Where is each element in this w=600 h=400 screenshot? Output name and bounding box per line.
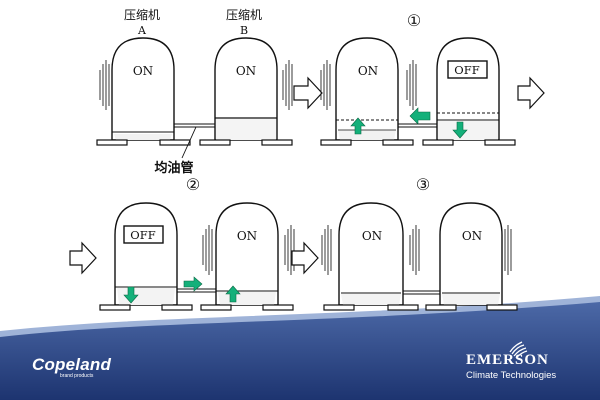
leader-line [181,126,197,159]
compressor-a-label: A [137,24,147,37]
vibration-icon [406,60,417,110]
emerson-logo-icon [509,341,528,359]
emerson-brand-name: EMERSON [466,352,549,368]
status-a-step1: ON [358,64,378,78]
panel-step-2: ② OFF ON [69,175,295,311]
vibration-icon [409,225,420,275]
entry-arrow-icon [69,241,97,275]
compressor-b-cn-label: 压缩机 [226,7,262,22]
copeland-logo: Copeland brand products [32,355,111,379]
panel-step-3: ③ ON ON [321,175,518,311]
step-1-label: ① [407,11,421,30]
status-b-initial: ON [236,64,256,78]
panel-initial: 压缩机 A 压缩机 B ON ON 均油管 [96,7,293,176]
vibration-icon [282,60,293,110]
next-arrow-icon [293,76,323,110]
vibration-icon [321,225,332,275]
off-box [123,225,164,244]
step-2-label: ② [186,175,200,194]
compressor-a [96,37,191,146]
flow-arrow-left-icon [409,107,431,125]
status-b-step3: ON [462,229,482,243]
status-b-step2: ON [237,229,257,243]
footer-highlight [0,296,600,337]
flow-arrow-up-icon [225,285,241,303]
copeland-brand-sub: brand products [60,373,94,379]
status-a-initial: ON [133,64,153,78]
compressor-a-cn-label: 压缩机 [124,7,160,22]
vibration-icon [284,225,295,275]
compressor-b-label: B [240,24,248,37]
copeland-brand-name: Copeland [32,355,112,374]
emerson-logo: EMERSON Climate Technologies [466,352,556,381]
flow-arrow-right-icon [183,276,203,292]
status-a-step3: ON [362,229,382,243]
continue-arrow-icon [517,76,545,110]
next-arrow-icon [291,241,319,275]
vibration-icon [320,60,331,110]
status-b-step1: OFF [454,63,479,77]
off-box [447,60,488,79]
step-3-label: ③ [416,175,430,194]
vibration-icon [202,225,213,275]
status-a-step2: OFF [130,228,155,242]
compressor-b [199,37,293,146]
vibration-icon [501,225,512,275]
flow-arrow-down-icon [452,121,468,139]
flow-arrow-up-icon [350,117,366,135]
equalizer-pipe-label: 均油管 [154,160,193,176]
emerson-brand-sub: Climate Technologies [466,370,557,381]
flow-arrow-down-icon [123,286,139,304]
panel-step-1: ① ON OFF [320,11,516,146]
vibration-icon [99,60,110,110]
